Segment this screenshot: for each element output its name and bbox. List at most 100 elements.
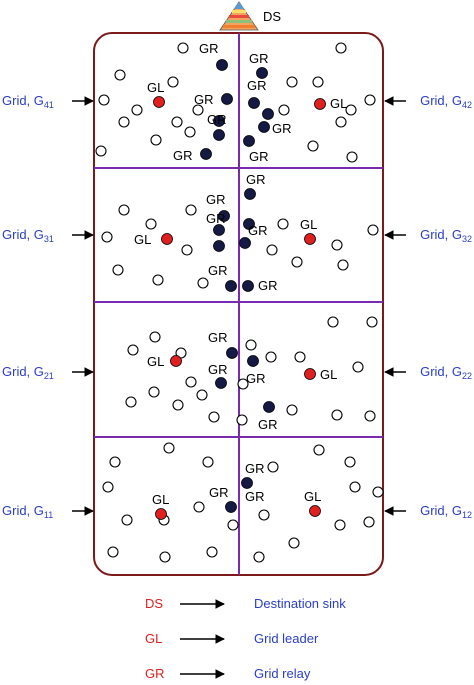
grid-label-right-1: Grid, G32	[420, 227, 472, 244]
sensor-node	[227, 519, 239, 531]
sensor-node	[185, 204, 197, 216]
sensor-node	[148, 386, 160, 398]
sensor-node	[294, 351, 306, 363]
sensor-node	[267, 461, 279, 473]
grid-leader-label: GL	[304, 489, 321, 504]
sensor-node	[335, 116, 347, 128]
grid-leader-node	[153, 96, 165, 108]
grid-leader-label: GL	[152, 492, 169, 507]
grid-relay-node	[213, 115, 225, 127]
sensor-node	[307, 140, 319, 152]
sensor-node	[127, 344, 139, 356]
leader-nodes	[153, 96, 326, 520]
sensor-node	[278, 104, 290, 116]
grid-leader-node	[314, 98, 326, 110]
sensor-node	[236, 414, 248, 426]
grid-relay-label: GR	[199, 41, 219, 56]
grid-label-right-3: Grid, G12	[420, 503, 472, 520]
grid-leader-node	[155, 508, 167, 520]
grid-label-left-1: Grid, G31	[2, 227, 54, 244]
grid-relay-label: GR	[206, 211, 226, 226]
relay-nodes	[200, 59, 275, 513]
grid-relay-node	[218, 210, 230, 222]
sensor-node	[288, 537, 300, 549]
sensor-node	[98, 94, 110, 106]
sensor-node	[192, 104, 204, 116]
sensor-node	[152, 274, 164, 286]
grid-label-right-2: Grid, G22	[420, 364, 472, 381]
sensor-node	[334, 519, 346, 531]
sensor-node	[167, 76, 179, 88]
grid-relay-label: GR	[245, 461, 265, 476]
grid-relay-node	[213, 240, 225, 252]
grid-relay-node	[243, 218, 255, 230]
sensor-node	[159, 551, 171, 563]
sensor-node	[177, 42, 189, 54]
grid-relay-node	[244, 188, 256, 200]
sensor-node	[335, 42, 347, 54]
grid-relay-node	[241, 477, 253, 489]
legend-code-ds: DS	[145, 596, 163, 611]
sensor-node	[197, 277, 209, 289]
sensor-node	[277, 218, 289, 230]
grid-relay-label: GR	[208, 362, 228, 377]
sensor-node	[245, 339, 257, 351]
grid-relay-label: GR	[208, 330, 228, 345]
sensor-node	[121, 514, 133, 526]
sensor-node	[346, 151, 358, 163]
grid-relay-label: GR	[272, 121, 292, 136]
sensor-node	[172, 399, 184, 411]
grid-relay-label: GR	[247, 78, 267, 93]
sensor-node	[131, 104, 143, 116]
sink-label: DS	[263, 9, 281, 24]
grid-relay-node	[239, 237, 251, 249]
grid-relay-node	[248, 97, 260, 109]
grid-relay-label: GR	[249, 51, 269, 66]
grid-relay-label: GR	[246, 172, 266, 187]
sensor-node	[193, 501, 205, 513]
sensor-node	[125, 396, 137, 408]
legend-meaning-gl: Grid leader	[254, 631, 319, 646]
sensor-node	[114, 69, 126, 81]
grid-relay-node	[213, 129, 225, 141]
grid-relay-node	[247, 355, 259, 367]
grid-label-left-2: Grid, G21	[2, 364, 54, 381]
grid-relay-label: GR	[258, 278, 278, 293]
grid-relay-node	[263, 401, 275, 413]
sensor-node	[163, 442, 175, 454]
grid-leader-node	[304, 368, 316, 380]
grid-relay-label: GR	[206, 192, 226, 207]
grid-relay-node	[262, 108, 274, 120]
grid-relay-node	[216, 59, 228, 71]
sensor-node	[266, 244, 278, 256]
sensor-node	[327, 316, 339, 328]
grid-relay-node	[242, 280, 254, 292]
sensor-node	[331, 239, 343, 251]
sensor-node	[286, 76, 298, 88]
sensor-node	[149, 331, 161, 343]
sensor-node	[352, 361, 364, 373]
sensor-node	[349, 481, 361, 493]
legend: DS Destination sink GL Grid leader GR Gr…	[145, 596, 346, 681]
sensor-node	[253, 551, 265, 563]
sensor-node	[171, 116, 183, 128]
sensor-node	[145, 218, 157, 230]
legend-meaning-ds: Destination sink	[254, 596, 346, 611]
sensor-node	[118, 204, 130, 216]
grid-relay-node	[225, 501, 237, 513]
sensor-node	[95, 145, 107, 157]
grid-relay-node	[226, 347, 238, 359]
grid-leader-label: GL	[320, 367, 337, 382]
sensor-node	[344, 456, 356, 468]
sensor-node	[366, 316, 378, 328]
legend-code-gr: GR	[145, 666, 165, 681]
sensor-node	[363, 516, 375, 528]
sensor-node	[313, 444, 325, 456]
sensor-node	[112, 264, 124, 276]
sensor-node	[206, 546, 218, 558]
grid-leader-label: GL	[147, 80, 164, 95]
sensor-node	[101, 231, 113, 243]
